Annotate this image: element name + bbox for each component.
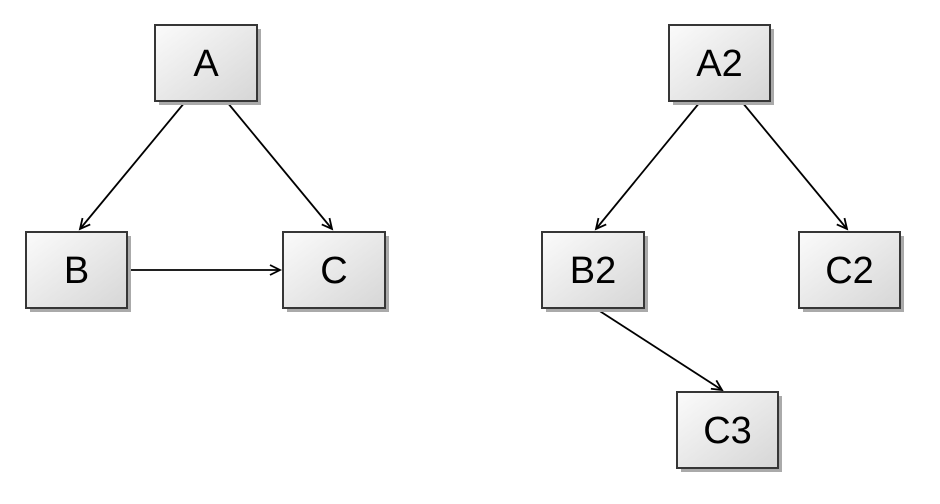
node-C[interactable]: C	[282, 231, 389, 312]
node-label: A	[193, 43, 219, 85]
node-A[interactable]: A	[154, 24, 261, 105]
node-label: C3	[703, 410, 752, 452]
node-box[interactable]	[25, 231, 128, 309]
node-label: C	[320, 250, 347, 292]
edge-layer	[78, 101, 849, 392]
node-label: A2	[696, 43, 742, 85]
node-label: C2	[825, 250, 874, 292]
node-C2[interactable]: C2	[798, 231, 904, 312]
node-box[interactable]	[676, 391, 779, 469]
edge-B2-to-C3[interactable]	[594, 307, 724, 392]
edge-A-to-C[interactable]	[226, 101, 334, 231]
node-box[interactable]	[798, 231, 901, 309]
edge-A-to-B[interactable]	[78, 101, 186, 231]
node-box[interactable]	[154, 24, 258, 102]
node-A2[interactable]: A2	[668, 24, 774, 105]
node-B2[interactable]: B2	[541, 231, 648, 312]
edge-A2-to-B2[interactable]	[594, 101, 701, 231]
node-box[interactable]	[541, 231, 645, 309]
node-B[interactable]: B	[25, 231, 131, 312]
node-label: B	[64, 250, 89, 292]
node-label: B2	[570, 250, 616, 292]
node-C3[interactable]: C3	[676, 391, 782, 472]
node-box[interactable]	[668, 24, 771, 102]
edge-A2-to-C2[interactable]	[741, 101, 849, 231]
node-box[interactable]	[282, 231, 386, 309]
